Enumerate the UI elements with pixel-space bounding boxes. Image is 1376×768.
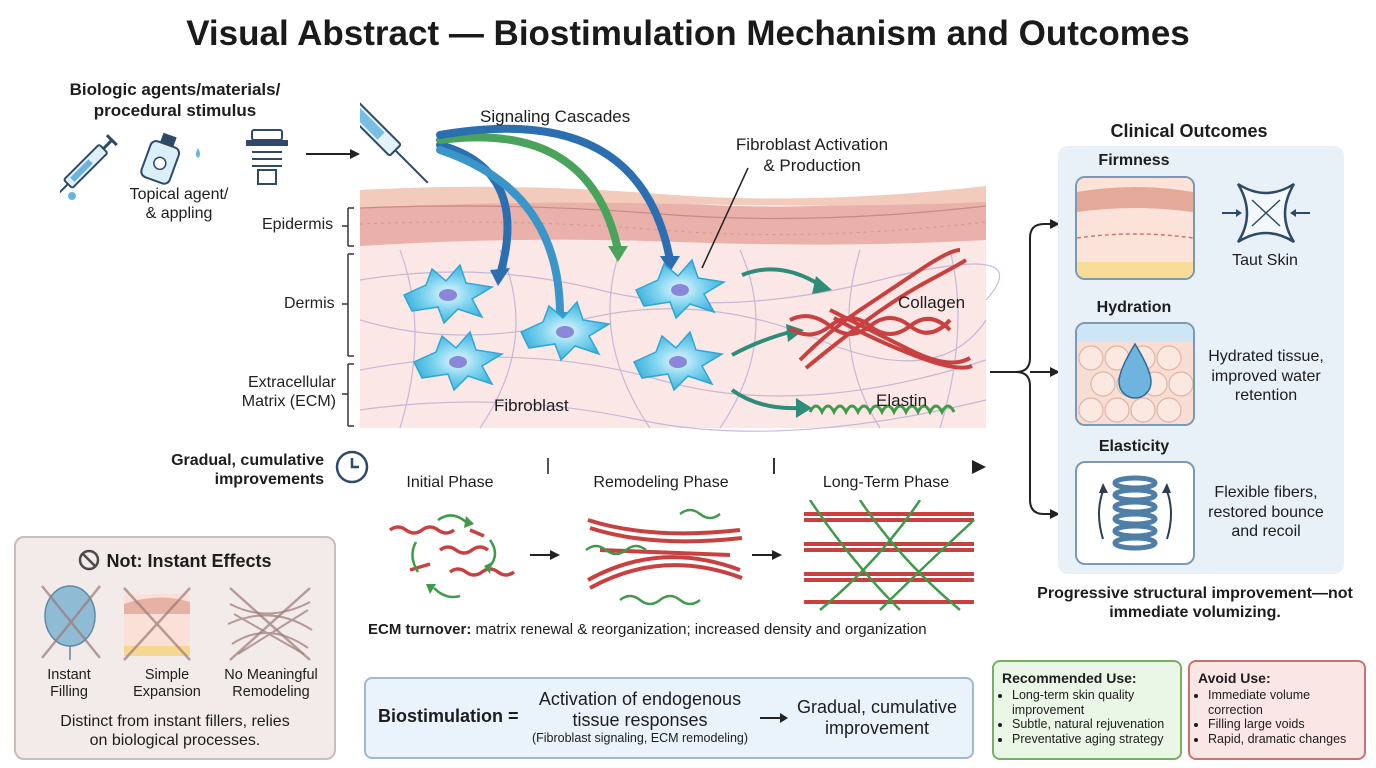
- ecm-turnover-bold: ECM turnover:: [368, 621, 472, 638]
- outcome-branch-arrows: [990, 219, 1060, 519]
- not-item-no-remodeling: No Meaningful Remodeling: [224, 667, 318, 700]
- ecm-turnover-desc: matrix renewal & reorganization; increas…: [471, 621, 927, 638]
- timeline-label: Gradual, cumulative improvements: [171, 452, 324, 488]
- not-instant-panel: [14, 536, 336, 760]
- recommended-heading: Recommended Use:: [1002, 670, 1137, 686]
- avoid-heading: Avoid Use:: [1198, 670, 1271, 686]
- phase-initial: Initial Phase: [406, 474, 494, 491]
- dermis-label: Dermis: [284, 295, 335, 312]
- droplet-icon: [68, 192, 76, 200]
- signaling-arrow: [436, 124, 674, 264]
- outcome-firmness-title: Firmness: [1098, 152, 1170, 169]
- remodeling-phase-illustration: [585, 508, 743, 606]
- ecm-label: Extracellular Matrix (ECM): [241, 374, 336, 410]
- fiber-tangle-icon: [227, 601, 313, 655]
- not-instant-heading: Not: Instant Effects: [14, 549, 336, 576]
- layer-brackets: [342, 207, 354, 427]
- recommended-item: Subtle, natural rejuvenation: [1012, 717, 1180, 732]
- firmness-illustration: [1075, 176, 1195, 280]
- production-arrow: [731, 330, 791, 357]
- balloon-icon: [44, 585, 96, 660]
- phase-illustrations: [388, 500, 975, 611]
- not-instant-icons: [41, 585, 313, 661]
- elastin-fiber: [808, 404, 956, 416]
- taut-skin-icon: [1222, 182, 1310, 244]
- outcome-elasticity-desc: Flexible fibers, restored bounce and rec…: [1208, 484, 1324, 540]
- recommended-item: Preventative aging strategy: [1012, 732, 1180, 747]
- water-drop-icon: [1118, 342, 1152, 399]
- signaling-label: Signaling Cascades: [480, 107, 631, 126]
- outcome-hydration-desc: Hydrated tissue, improved water retentio…: [1208, 348, 1324, 404]
- outcome-hydration-title: Hydration: [1096, 299, 1172, 316]
- topical-caption: Topical agent/ & appling: [129, 186, 229, 222]
- outcome-firmness-desc: Taut Skin: [1232, 252, 1298, 269]
- syringe-icon: [60, 134, 118, 195]
- avoid-item: Rapid, dramatic changes: [1208, 732, 1364, 747]
- syringe-icon: [360, 99, 429, 184]
- not-instant-footer: Distinct from instant fillers, relies on…: [60, 713, 290, 749]
- not-item-instant-filling: Instant Filling: [47, 667, 91, 700]
- stimulus-heading: Biologic agents/materials/ procedural st…: [69, 80, 281, 120]
- activation-label: Fibroblast Activation & Production: [735, 135, 889, 175]
- page-title: Visual Abstract — Biostimulation Mechani…: [186, 14, 1190, 53]
- equation-result: Gradual, cumulative improvement: [796, 697, 958, 738]
- phase-remodeling: Remodeling Phase: [593, 474, 729, 491]
- elastin-label: Elastin: [876, 391, 928, 410]
- not-instant-title: Not: Instant Effects: [106, 551, 272, 571]
- stimulus-arrow: [306, 149, 360, 159]
- timeline-bar: [335, 450, 986, 484]
- phase-longterm: Long-Term Phase: [822, 474, 950, 491]
- biostimulation-equation-box: [364, 677, 974, 759]
- production-arrow: [730, 388, 801, 411]
- tissue-diagram: [360, 99, 1000, 432]
- spring-icon: [1112, 475, 1158, 551]
- outcomes-heading: Clinical Outcomes: [1110, 121, 1268, 141]
- equation-middle: Activation of endogenous tissue response…: [538, 689, 742, 730]
- equation-arrow: [760, 713, 788, 723]
- collagen-label: Collagen: [898, 293, 966, 312]
- equation-middle-sub: (Fibroblast signaling, ECM remodeling): [531, 731, 749, 745]
- signaling-arrow: [436, 146, 564, 319]
- initial-phase-illustration: [388, 514, 516, 599]
- stimulus-icons: [60, 129, 288, 200]
- fibroblast-label: Fibroblast: [494, 396, 569, 415]
- not-item-simple-expansion: Simple Expansion: [133, 667, 201, 700]
- fibroblast-cells: [402, 258, 727, 392]
- recommended-use-box: Recommended Use: Long-term skin quality …: [992, 660, 1182, 760]
- elasticity-illustration: [1075, 461, 1195, 565]
- avoid-item: Immediate volume correction: [1208, 688, 1364, 717]
- prohibited-icon: [78, 549, 100, 576]
- epidermis-label: Epidermis: [262, 216, 334, 233]
- avoid-item: Filling large voids: [1208, 717, 1364, 732]
- production-arrow: [741, 267, 822, 287]
- collagen-fibers: [788, 248, 973, 370]
- outcome-elasticity-title: Elasticity: [1098, 438, 1170, 455]
- avoid-use-box: Avoid Use: Immediate volume correction F…: [1188, 660, 1366, 760]
- signaling-arrow: [436, 141, 512, 279]
- ecm-turnover-text: ECM turnover: matrix renewal & reorganiz…: [368, 621, 927, 638]
- device-icon: [246, 129, 288, 185]
- equation-term: Biostimulation =: [378, 706, 519, 726]
- outcomes-summary: Progressive structural improvement—not i…: [1037, 585, 1353, 621]
- droplet-icon: [196, 148, 200, 158]
- bottle-icon: [140, 132, 181, 185]
- signaling-arrow: [436, 133, 622, 254]
- longterm-phase-illustration: [804, 500, 975, 611]
- recommended-item: Long-term skin quality improvement: [1012, 688, 1180, 717]
- hydration-illustration: [1075, 322, 1195, 426]
